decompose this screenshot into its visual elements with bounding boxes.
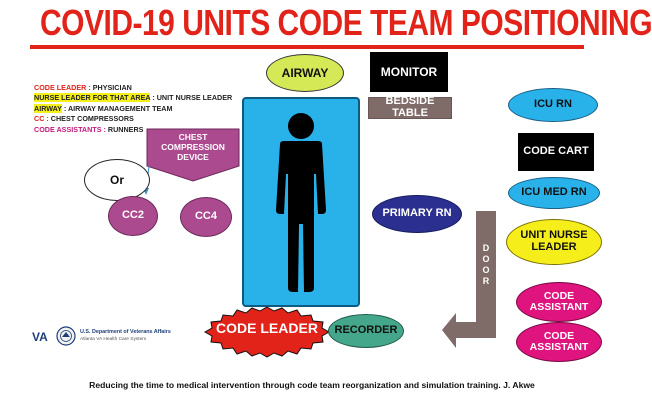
legend-value: PHYSICIAN bbox=[92, 83, 132, 92]
code-assistant-node-1: CODE ASSISTANT bbox=[516, 282, 602, 322]
airway-node: AIRWAY bbox=[266, 54, 344, 92]
monitor-node: MONITOR bbox=[370, 52, 448, 92]
footer-caption: Reducing the time to medical interventio… bbox=[89, 380, 535, 390]
title-underline bbox=[30, 45, 584, 49]
chest-compression-device-label: CHEST COMPRESSION DEVICE bbox=[161, 132, 225, 162]
legend-value: UNIT NURSE LEADER bbox=[156, 93, 233, 103]
legend-key: CC bbox=[34, 114, 45, 124]
code-leader-node: CODE LEADER bbox=[216, 320, 318, 336]
page-title: COVID-19 UNITS CODE TEAM POSITIONING bbox=[40, 4, 652, 44]
va-seal-icon bbox=[56, 326, 76, 346]
door-bar bbox=[476, 211, 496, 313]
legend-key: CODE LEADER bbox=[34, 83, 87, 92]
legend-value: AIRWAY MANAGEMENT TEAM bbox=[67, 103, 173, 113]
legend-row-code-assistants: CODE ASSISTANTS : RUNNERS bbox=[34, 125, 232, 135]
legend-key: CODE ASSISTANTS bbox=[34, 124, 102, 134]
icu-med-rn-node: ICU MED RN bbox=[508, 177, 600, 209]
cc2-node: CC2 bbox=[108, 196, 158, 236]
legend-separator: : bbox=[61, 103, 68, 113]
code-cart-node: CODE CART bbox=[518, 133, 594, 171]
icu-rn-node: ICU RN bbox=[508, 88, 598, 122]
va-logo-text: VA bbox=[32, 330, 48, 344]
recorder-node: RECORDER bbox=[328, 314, 404, 348]
chest-compression-device-shape bbox=[146, 128, 240, 182]
primary-rn-node: PRIMARY RN bbox=[372, 195, 462, 233]
or-node: Or bbox=[84, 159, 150, 201]
va-health-system-text: Atlanta VA Health Care System bbox=[80, 337, 147, 342]
va-department-text: U.S. Department of Veterans Affairs bbox=[80, 329, 171, 335]
legend-separator: : bbox=[101, 124, 108, 134]
legend-separator: : bbox=[150, 93, 157, 103]
legend-row-cc: CC : CHEST COMPRESSORS bbox=[34, 114, 232, 124]
legend-key: AIRWAY bbox=[34, 103, 62, 113]
legend-value: RUNNERS bbox=[107, 124, 144, 134]
door-arrow bbox=[442, 312, 496, 348]
legend-separator: : bbox=[44, 114, 51, 124]
role-legend: CODE LEADER : PHYSICIAN NURSE LEADER FOR… bbox=[34, 83, 232, 135]
legend-key: NURSE LEADER FOR THAT AREA bbox=[34, 93, 151, 103]
code-leader-burst bbox=[203, 306, 331, 358]
legend-separator: : bbox=[86, 83, 93, 92]
patient-icon bbox=[276, 113, 326, 292]
legend-row-nurse-leader: NURSE LEADER FOR THAT AREA : UNIT NURSE … bbox=[34, 93, 232, 103]
unit-nurse-leader-node: UNIT NURSE LEADER bbox=[506, 219, 602, 265]
legend-row-code-leader: CODE LEADER : PHYSICIAN bbox=[34, 83, 232, 93]
legend-row-airway: AIRWAY : AIRWAY MANAGEMENT TEAM bbox=[34, 103, 232, 114]
code-assistant-node-2: CODE ASSISTANT bbox=[516, 322, 602, 362]
bedside-table-node: BEDSIDE TABLE bbox=[368, 96, 452, 119]
legend-value: CHEST COMPRESSORS bbox=[50, 114, 134, 124]
cc4-node: CC4 bbox=[180, 197, 232, 237]
